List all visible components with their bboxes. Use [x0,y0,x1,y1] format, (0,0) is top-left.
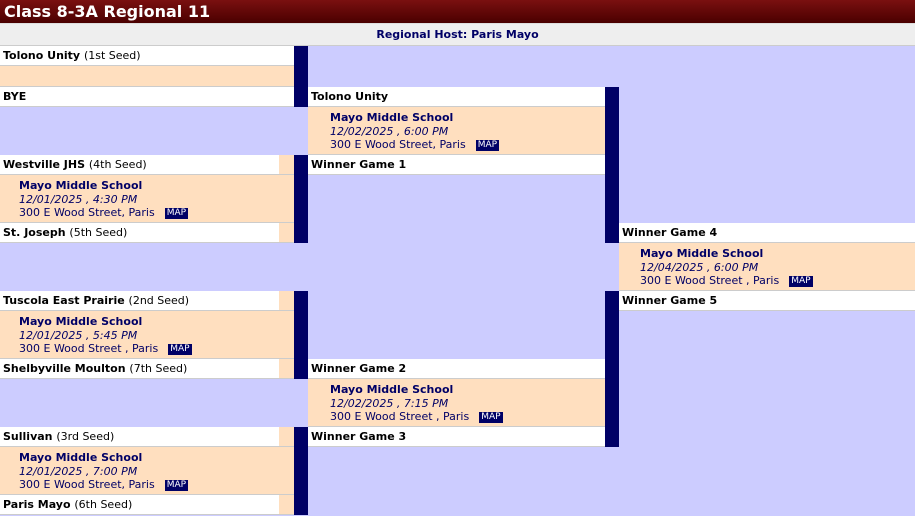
team-seed: (6th Seed) [74,498,133,511]
team-slot: Sullivan (3rd Seed) [0,427,279,447]
team-slot: Westville JHS (4th Seed) [0,155,279,175]
game-datetime: 12/04/2025 , 6:00 PM [640,260,759,274]
bracket-line [605,87,619,243]
map-link[interactable]: MAP [475,140,500,151]
team-name: Winner Game 3 [311,430,407,443]
team-name: Paris Mayo [3,498,71,511]
team-name: Tolono Unity [311,90,389,103]
game-location: Mayo Middle School [330,111,454,124]
team-slot: BYE [0,87,294,107]
map-link[interactable]: MAP [168,344,192,355]
game-address: 300 E Wood Street , Paris [640,274,780,287]
game-address: 300 E Wood Street, Paris [330,138,466,151]
team-seed: (3rd Seed) [56,430,115,443]
game-address: 300 E Wood Street , Paris [330,410,470,423]
team-name: Winner Game 5 [622,294,718,307]
team-seed: (5th Seed) [69,226,128,239]
map-link[interactable]: MAP [164,208,189,219]
game-location: Mayo Middle School [19,451,143,464]
spacer [279,155,294,175]
game-datetime: 12/01/2025 , 4:30 PM [19,192,138,206]
bracket-line [294,291,308,379]
spacer [279,427,294,447]
game-datetime: 12/01/2025 , 5:45 PM [19,328,138,342]
spacer [279,291,294,311]
game-location: Mayo Middle School [19,315,143,328]
team-slot: Winner Game 3 [308,427,605,447]
bye-spacer [0,66,294,87]
bracket-line [294,46,308,107]
game-address: 300 E Wood Street, Paris [19,206,155,219]
map-link[interactable]: MAP [479,412,503,423]
page-title: Class 8-3A Regional 11 [0,0,915,23]
bracket-line [294,155,308,243]
team-name: Tolono Unity [3,49,81,62]
team-name: Westville JHS [3,158,86,171]
game-location: Mayo Middle School [19,179,143,192]
map-link[interactable]: MAP [164,480,189,491]
bracket-line [605,291,619,447]
game-address: 300 E Wood Street, Paris [19,478,155,491]
map-link[interactable]: MAP [789,276,813,287]
team-slot: Winner Game 5 [619,291,915,311]
team-slot: Winner Game 2 [308,359,605,379]
team-name: Shelbyville Moulton [3,362,126,375]
team-seed: (2nd Seed) [128,294,190,307]
game-datetime: 12/01/2025 , 7:00 PM [19,464,138,478]
team-slot: St. Joseph (5th Seed) [0,223,279,243]
game-location: Mayo Middle School [330,383,454,396]
team-slot: Winner Game 1 [308,155,605,175]
spacer [279,223,294,243]
team-slot: Paris Mayo (6th Seed) [0,495,279,515]
team-name: Winner Game 2 [311,362,407,375]
game-datetime: 12/02/2025 , 7:15 PM [330,396,449,410]
regional-host: Regional Host: Paris Mayo [0,23,915,46]
team-name: Sullivan [3,430,53,443]
game-location: Mayo Middle School [640,247,764,260]
team-name: BYE [3,90,27,103]
team-seed: (4th Seed) [88,158,147,171]
team-seed: (1st Seed) [83,49,141,62]
team-slot: Tolono Unity [308,87,605,107]
team-slot: Shelbyville Moulton (7th Seed) [0,359,279,379]
bracket-line [294,427,308,515]
team-name: Tuscola East Prairie [3,294,125,307]
game-address: 300 E Wood Street , Paris [19,342,159,355]
team-slot: Tuscola East Prairie (2nd Seed) [0,291,279,311]
team-name: St. Joseph [3,226,66,239]
team-slot: Winner Game 4 [619,223,915,243]
team-name: Winner Game 4 [622,226,718,239]
team-seed: (7th Seed) [129,362,188,375]
game-datetime: 12/02/2025 , 6:00 PM [330,124,449,138]
spacer [279,495,294,515]
spacer [279,359,294,379]
team-slot: Tolono Unity (1st Seed) [0,46,294,66]
team-name: Winner Game 1 [311,158,407,171]
